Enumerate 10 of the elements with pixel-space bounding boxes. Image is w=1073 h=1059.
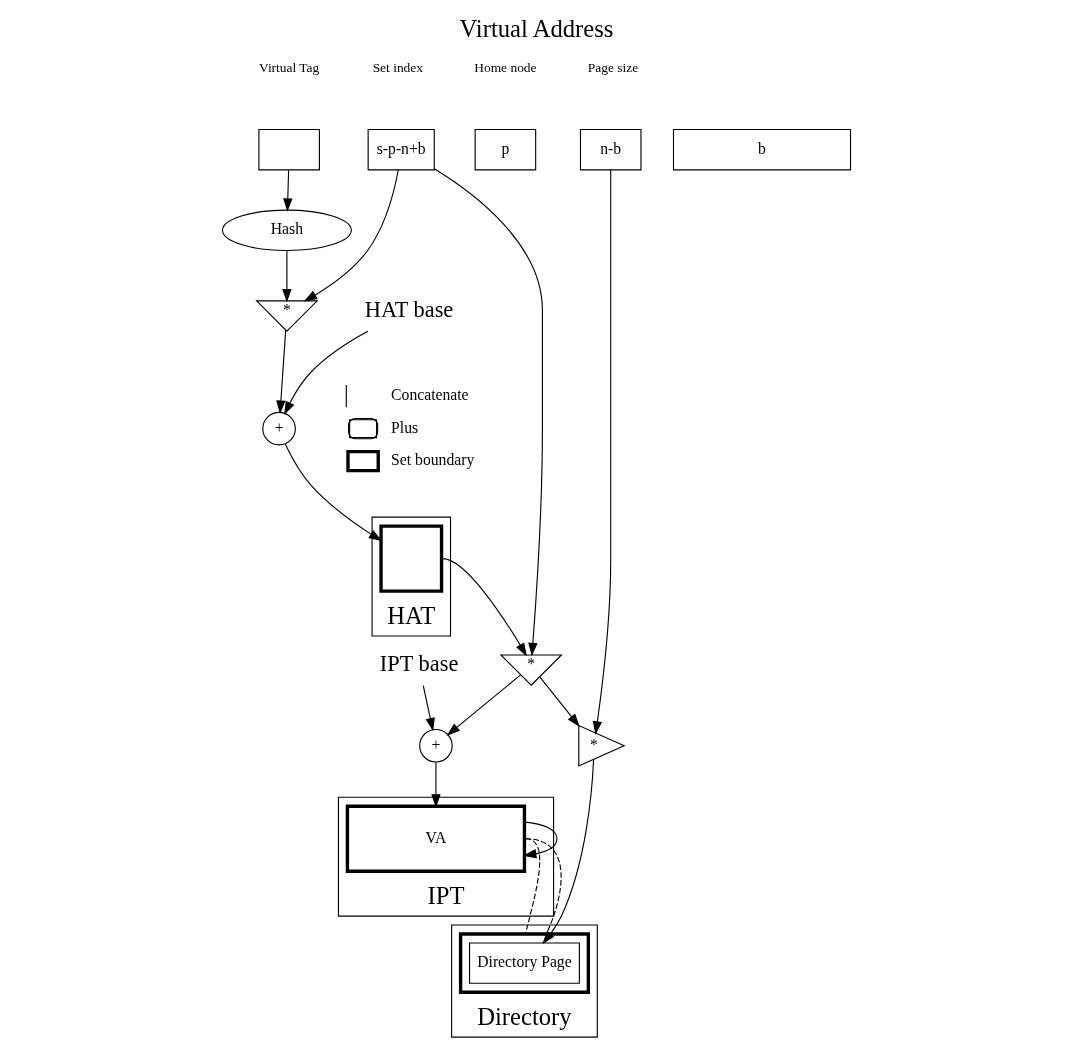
label: Virtual Tag <box>258 60 320 76</box>
legend-label: Concatenate <box>391 386 469 404</box>
label: Home node <box>474 60 537 76</box>
label: Page size <box>587 60 639 76</box>
label: Set index <box>372 60 424 76</box>
node-text: IPT base <box>379 650 459 676</box>
legend-label: Set boundary <box>391 451 475 469</box>
diagram-title: Virtual Address <box>459 15 614 43</box>
legend-label: Plus <box>391 418 419 436</box>
node-text: HAT base <box>364 296 454 322</box>
